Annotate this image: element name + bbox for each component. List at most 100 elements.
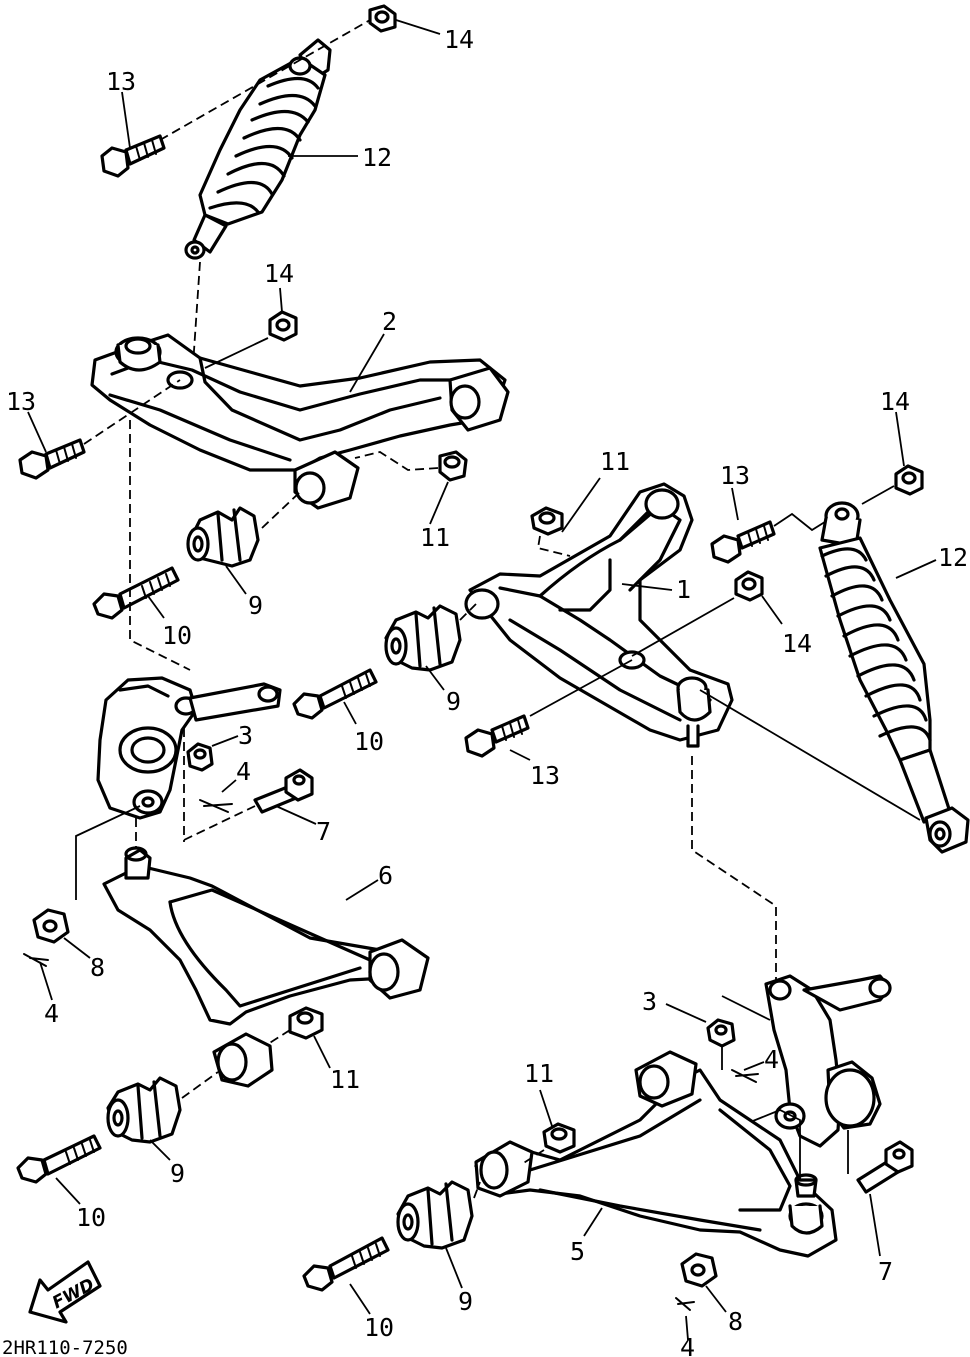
- cotter-pin-4-right-lower: [675, 1297, 695, 1311]
- callout-13: 13: [106, 67, 136, 96]
- callout-10: 10: [364, 1313, 394, 1342]
- knuckle-right: [764, 974, 892, 1148]
- callout-9: 9: [170, 1159, 185, 1188]
- align-line-bolt-10-left-upper: [129, 420, 191, 671]
- align-line-shock-right-lower: [699, 689, 921, 821]
- align-line-nut-14-right-top: [861, 485, 895, 505]
- cotter-pin-4-right: [731, 1069, 759, 1083]
- callout-1: 1: [676, 575, 691, 604]
- callout-9: 9: [248, 591, 263, 620]
- bolt-13-right-lower: [464, 714, 530, 758]
- align-line-bushing-9-right-lower: [473, 1181, 481, 1199]
- callout-10: 10: [76, 1203, 106, 1232]
- callout-6: 6: [378, 861, 393, 890]
- callout-7: 7: [878, 1257, 893, 1286]
- callout-5: 5: [570, 1237, 585, 1266]
- callout-10: 10: [354, 727, 384, 756]
- align-line-ball-joint-right: [691, 756, 777, 990]
- bolt-13-right-top: [710, 520, 776, 564]
- nut-14-right-top: [894, 464, 924, 496]
- bolt-7-left: [253, 768, 314, 814]
- callout-3: 3: [238, 721, 253, 750]
- nut-11-right: [530, 506, 564, 536]
- bolt-10-right-upper: [292, 668, 378, 720]
- align-line-bolt-7-left: [183, 805, 256, 841]
- callout-12: 12: [938, 543, 968, 572]
- callout-14: 14: [264, 259, 294, 288]
- align-line-nut-11-right-lower: [521, 1149, 545, 1165]
- align-line-nut-3-right: [721, 995, 771, 1070]
- nut-11-left: [438, 450, 468, 482]
- callout-11: 11: [600, 447, 630, 476]
- align-line-bolt-13-right-lower: [529, 659, 633, 717]
- align-line-nut-14-left: [204, 337, 269, 369]
- bushing-9-left-upper: [186, 506, 260, 568]
- bolt-7-right: [856, 1140, 914, 1194]
- callout-11: 11: [420, 523, 450, 552]
- bolt-10-right-lower: [302, 1236, 390, 1292]
- fwd-arrow-icon: FWD: [28, 1260, 102, 1324]
- nut-14-left: [268, 310, 298, 342]
- callout-13: 13: [720, 461, 750, 490]
- align-line-bolt-13-left: [83, 379, 181, 445]
- bolt-13-top: [100, 134, 166, 178]
- nut-8-left: [32, 908, 70, 944]
- upper-arm-right: [464, 482, 734, 748]
- callout-4: 4: [680, 1333, 695, 1357]
- callout-9: 9: [458, 1287, 473, 1316]
- shock-absorber-left: [184, 38, 332, 260]
- callout-4: 4: [44, 999, 59, 1028]
- callout-labels: 14 13 12 14 2 13 11 9 10 11 13 14 12 1 1…: [6, 25, 968, 1357]
- align-line-shock-top: [159, 19, 371, 141]
- align-line-nut-11-left-lower: [267, 1029, 291, 1045]
- callout-11: 11: [524, 1059, 554, 1088]
- nut-3-right: [706, 1018, 736, 1048]
- callout-14: 14: [782, 629, 812, 658]
- callout-12: 12: [362, 143, 392, 172]
- align-line-nut-11-right: [536, 535, 571, 557]
- align-line-nut-8-left: [75, 805, 141, 900]
- align-line-bushing-9-right-upper: [459, 603, 477, 621]
- callout-8: 8: [728, 1307, 743, 1336]
- align-line-nut-14-right-small: [631, 597, 735, 657]
- align-line-bushing-9-left-upper: [261, 491, 301, 529]
- lower-arm-left: [102, 846, 430, 1088]
- nut-14-right-small: [734, 570, 764, 602]
- bushing-9-right-lower: [396, 1180, 474, 1250]
- bolt-10-left-upper: [92, 566, 180, 620]
- callout-10: 10: [162, 621, 192, 650]
- bolt-13-left: [18, 438, 86, 480]
- knuckle-left: [96, 676, 282, 820]
- callout-3: 3: [642, 987, 657, 1016]
- nut-8-right: [680, 1252, 718, 1288]
- callout-14: 14: [880, 387, 910, 416]
- align-line-nut-11-left: [354, 451, 439, 471]
- nut-11-left-lower: [288, 1006, 324, 1040]
- callout-2: 2: [382, 307, 397, 336]
- callout-7: 7: [316, 817, 331, 846]
- nut-11-right-lower: [542, 1122, 576, 1154]
- align-line-bushing-9-left-lower: [181, 1071, 219, 1099]
- callout-11: 11: [330, 1065, 360, 1094]
- bushing-9-left-lower: [106, 1076, 182, 1144]
- align-line-bolt-13-right-top: [773, 512, 829, 532]
- shock-absorber-right: [818, 501, 970, 854]
- callout-9: 9: [446, 687, 461, 716]
- nut-3-left: [186, 742, 214, 772]
- callout-4: 4: [236, 757, 251, 786]
- callout-14: 14: [444, 25, 474, 54]
- bushing-9-right-upper: [384, 604, 462, 672]
- callout-13: 13: [530, 761, 560, 790]
- lower-arm-right: [474, 1050, 838, 1258]
- upper-arm-left: [90, 333, 510, 510]
- drawing-code: 2HR110-7250: [2, 1337, 128, 1357]
- nut-14-top: [368, 4, 397, 33]
- cotter-pin-4-left-lower: [23, 953, 49, 967]
- cotter-pin-4-left: [199, 799, 233, 813]
- callout-8: 8: [90, 953, 105, 982]
- callout-13: 13: [6, 387, 36, 416]
- callout-4: 4: [764, 1045, 779, 1074]
- bolt-10-left-lower: [16, 1134, 102, 1184]
- leader-lines: [27, 19, 937, 1341]
